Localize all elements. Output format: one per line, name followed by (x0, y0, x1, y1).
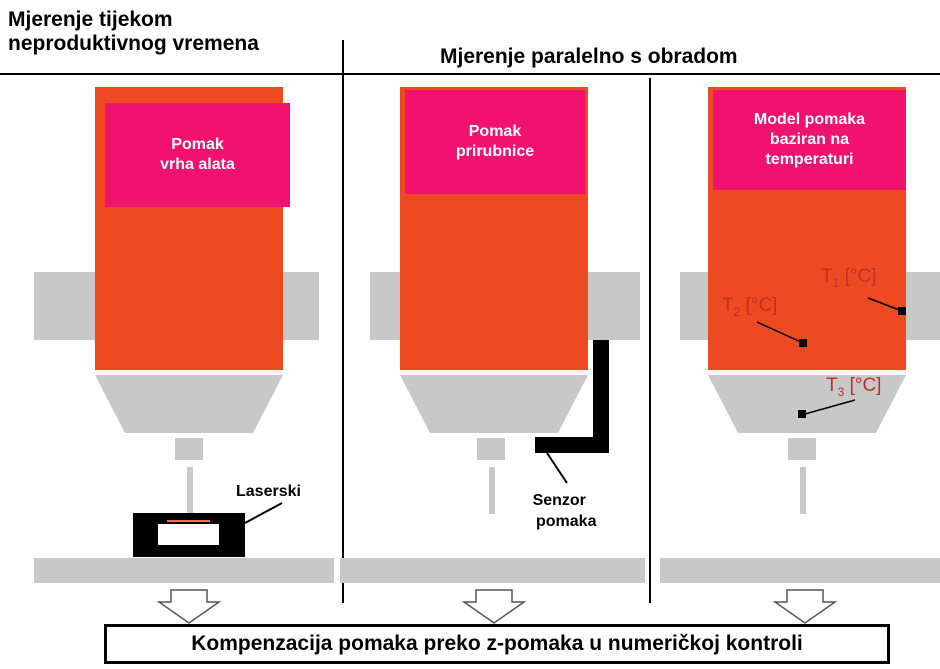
panel-1-arrow-down (156, 589, 222, 624)
sensor-t3-sub: 3 (837, 384, 845, 399)
panel-3-box: Model pomaka baziran na temperaturi (713, 90, 906, 190)
panel-3-taper (708, 375, 906, 433)
sensor-t1-unit: [°C] (839, 266, 877, 287)
panel-2-taper (400, 375, 588, 433)
panel-1-laser-leader (244, 502, 283, 524)
sensor-t1-point (898, 307, 906, 315)
panel-2-table (340, 558, 645, 583)
panel-2-annotation-line1: Senzor (532, 492, 586, 509)
sensor-t2-point (799, 339, 807, 347)
sensor-t3-unit: [°C] (844, 375, 882, 396)
panel-1-tool (187, 467, 193, 514)
heading-left-line2: neproduktivnog vremena (8, 32, 259, 55)
panel-2-annotation: Senzor pomaka (522, 490, 597, 532)
sensor-t3-leader (804, 399, 856, 415)
panel-2-arrow-down (461, 589, 527, 624)
panel-3-box-line3: temperaturi (765, 151, 854, 168)
heading-right: Mjerenje paralelno s obradom (440, 45, 738, 68)
panel-3-box-line2: baziran na (769, 131, 850, 148)
panel-1-box-line2: vrha alata (160, 156, 235, 173)
panel-2-sensor-arm-horizontal (535, 437, 609, 453)
panel-1-table (34, 558, 334, 583)
panel-2-shaft (477, 438, 505, 460)
sensor-t3-point (798, 410, 806, 418)
sensor-t2-prefix: T (722, 295, 734, 316)
sensor-t3-label: T3 [°C] (826, 376, 881, 402)
panel-2-box-line1: Pomak (468, 123, 522, 140)
panel-1-box-line1: Pomak (171, 136, 224, 153)
panel-3-tool (800, 467, 806, 514)
sensor-t2-leader (756, 321, 804, 344)
panel-1-annotation: Laserski (236, 483, 301, 500)
sensor-t1-prefix: T (821, 266, 833, 287)
panel-1-box: Pomak vrha alata (105, 103, 290, 207)
sensor-t2-sub: 2 (733, 304, 741, 319)
sensor-t2-label: T2 [°C] (722, 296, 777, 322)
sensor-t1-sub: 1 (832, 275, 840, 290)
panel-2-sensor-leader (546, 452, 568, 484)
sensor-t3-prefix: T (826, 375, 838, 396)
heading-left: Mjerenje tijekom neproduktivnog vremena (8, 8, 259, 56)
panel-3-table (660, 558, 940, 583)
sensor-t1-label: T1 [°C] (821, 267, 876, 293)
panel-2-sensor-arm-vertical (593, 340, 609, 453)
panel-1-taper (95, 375, 283, 433)
panel-3-shaft (788, 438, 816, 460)
panel-2-annotation-line2: pomaka (536, 513, 597, 530)
panel-3-arrow-down (772, 589, 838, 624)
panel-1-shaft (175, 438, 203, 460)
heading-left-line1: Mjerenje tijekom (8, 8, 173, 31)
panel-2-tool (489, 467, 495, 514)
panel-2-box: Pomak prirubnice (405, 90, 585, 194)
panel-3-box-line1: Model pomaka (753, 111, 866, 128)
panel-1-laser-window (158, 524, 219, 545)
sensor-t1-leader (867, 297, 903, 312)
sensor-t2-unit: [°C] (740, 295, 778, 316)
panel-2-box-line2: prirubnice (455, 143, 535, 160)
compensation-footer: Kompenzacija pomaka preko z-pomaka u num… (104, 624, 890, 664)
